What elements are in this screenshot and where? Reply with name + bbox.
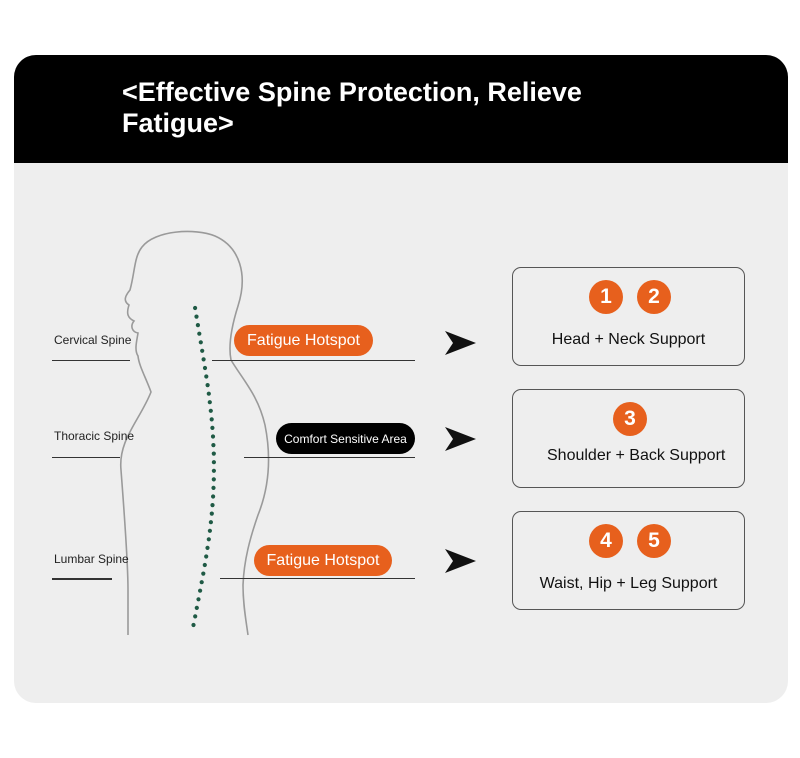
label-underline: [52, 578, 112, 580]
spine-dot: [210, 503, 215, 508]
spine-dot: [193, 614, 198, 619]
spine-dot: [197, 331, 202, 336]
number-badge: 1: [589, 280, 623, 314]
arrow-right-icon: [445, 331, 476, 355]
spine-dot: [210, 425, 215, 430]
spine-label-cervical: Cervical Spine: [54, 333, 132, 347]
spine-dot: [204, 374, 209, 379]
spine-dots: [191, 305, 216, 628]
support-box-head-neck: 1 2 Head + Neck Support: [512, 267, 745, 366]
support-label: Head + Neck Support: [551, 331, 706, 348]
support-box-waist-hip-leg: 4 5 Waist, Hip + Leg Support: [512, 511, 745, 610]
support-label: Waist, Hip + Leg Support: [539, 575, 718, 592]
label-underline: [52, 360, 130, 361]
spine-dot: [204, 554, 209, 559]
spine-dot: [210, 434, 216, 439]
spine-label-lumbar: Lumbar Spine: [54, 552, 129, 566]
spine-dot: [201, 571, 206, 576]
support-box-shoulder-back: 3 Shoulder + Back Support: [512, 389, 745, 488]
spine-dot: [206, 537, 211, 542]
spine-dot: [208, 408, 213, 413]
spine-dot: [206, 391, 211, 396]
spine-dot: [200, 348, 205, 353]
spine-dot: [207, 400, 212, 405]
number-badge: 3: [613, 402, 647, 436]
spine-dot: [196, 597, 201, 602]
diagram-card: <Effective Spine Protection, Relieve Fat…: [14, 55, 788, 703]
spine-dot: [211, 451, 216, 456]
number-badge: 5: [637, 524, 671, 558]
spine-dot: [202, 562, 207, 568]
leader-line: [220, 578, 415, 579]
spine-dot: [211, 443, 216, 448]
spine-dot: [209, 511, 214, 516]
leader-line: [244, 457, 415, 458]
spine-dot: [195, 323, 200, 328]
spine-dot: [208, 520, 213, 525]
spine-dot: [199, 580, 204, 585]
spine-dot: [211, 494, 216, 499]
arrow-right-icon: [445, 427, 476, 451]
spine-dot: [198, 340, 203, 345]
spine-dot: [209, 417, 214, 422]
number-badge: 4: [589, 524, 623, 558]
label-underline: [52, 457, 120, 458]
body-outline-icon: [120, 230, 270, 636]
spine-dot: [194, 314, 199, 319]
tag-fatigue-hotspot-upper: Fatigue Hotspot: [234, 325, 373, 356]
spine-dot: [202, 365, 208, 371]
spine-dot: [211, 485, 216, 490]
spine-dot: [211, 468, 216, 473]
spine-dot: [201, 357, 206, 362]
spine-dot: [211, 460, 216, 465]
spine-label-thoracic: Thoracic Spine: [54, 429, 135, 443]
page-title: <Effective Spine Protection, Relieve Fat…: [122, 77, 582, 138]
header-bar: <Effective Spine Protection, Relieve Fat…: [14, 55, 788, 163]
arrow-right-icon: [445, 549, 476, 573]
spine-dot: [193, 305, 198, 311]
number-badge: 2: [637, 280, 671, 314]
spine-dot: [205, 383, 210, 388]
support-label: Shoulder + Back Support: [547, 447, 726, 464]
spine-dot: [207, 528, 212, 533]
tag-fatigue-hotspot-lower: Fatigue Hotspot: [254, 545, 392, 576]
spine-dot: [191, 622, 196, 628]
spine-dot: [211, 477, 216, 482]
tag-comfort-sensitive-area: Comfort Sensitive Area: [276, 423, 415, 454]
spine-dot: [194, 605, 199, 611]
spine-dot: [198, 588, 203, 593]
leader-line: [212, 360, 415, 361]
spine-dot: [205, 545, 210, 551]
